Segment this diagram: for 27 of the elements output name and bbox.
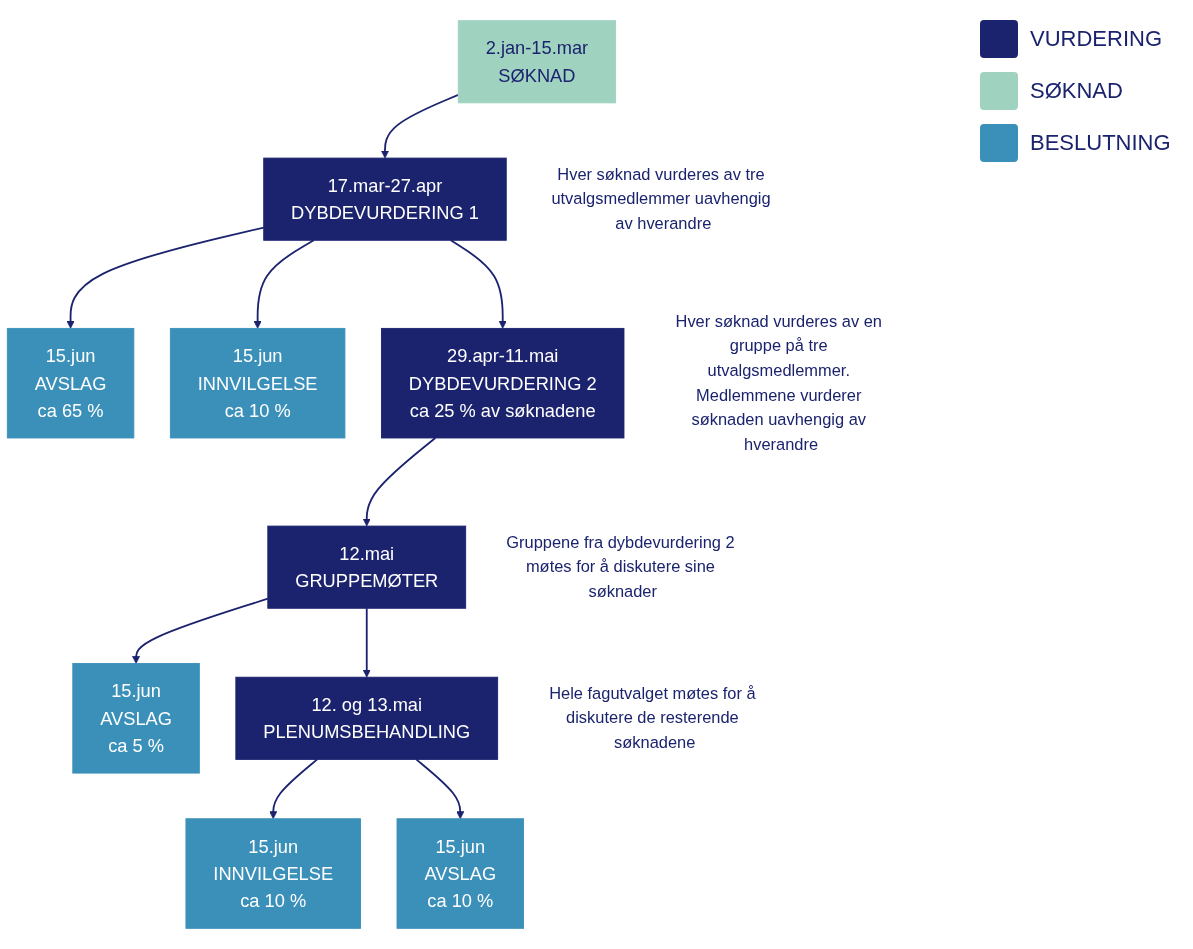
node-box <box>72 663 200 774</box>
legend-label: BESLUTNING <box>1030 130 1171 156</box>
node-label: Hver søknad vurderes av tre utvalgsmedlemmer uavhengig av hverandre <box>551 164 771 233</box>
node-label: Gruppene fra dybdevurdering 2 møtes for å diskutere sine søknader <box>506 532 735 601</box>
legend-label: SØKNAD <box>1030 78 1123 104</box>
arrow <box>449 239 507 329</box>
legend-label: VURDERING <box>1030 26 1162 52</box>
node-box <box>267 525 467 609</box>
arrow <box>269 758 319 820</box>
arrow <box>253 239 315 329</box>
arrow <box>132 597 269 664</box>
node-label: Hele fagutvalget møtes for å diskutere de resterende søknadene <box>549 684 756 752</box>
arrow <box>362 607 371 678</box>
node-box <box>381 327 625 439</box>
node-box <box>6 327 135 439</box>
flowchart: 2.jan-15.mar SØKNAD 17.mar-27.apr DYBDEVURDERING 1 15.jun AVSLAG ca 65 % 15.jun INNVILGELSE ca 10 % 29.apr-11.mai DYBDEVURDERING 2 ca 25 % av søknadene 12.mai GRUPPEMØTER 15.jun AVSLAG ca 5 % 12. og 13.mai PLENUMSBEHANDLING 15.jun INNVILGELSE ca 10 % 15.jun AVSLAG ca 10 % Hver søknad vurderes av tre utvalgsmedlemmer uavhengig av hverandre Hver søknad vurderes av en gruppe på tre utvalgsmedlemmer. Medlemmene vurderer søknaden uavhengig av hverandre Gruppene fra dybdevurdering 2 møtes for å diskutere sine søknader Hele fagutvalget møtes for å diskutere de resterende søknadene <box>0 0 960 949</box>
arrow <box>362 437 437 527</box>
node-label: Hver søknad vurderes av en gruppe på tre utvalgsmedlemmer. Medlemmene vurderer søknaden uavhengig av hverandre <box>675 311 882 454</box>
node-box <box>457 20 617 104</box>
node-box <box>169 327 346 439</box>
node-box <box>235 676 499 760</box>
arrow <box>415 758 465 820</box>
node-box <box>396 818 524 929</box>
arrow <box>66 226 265 329</box>
node-box <box>185 818 361 929</box>
arrow <box>380 93 460 159</box>
node-box <box>263 157 507 241</box>
